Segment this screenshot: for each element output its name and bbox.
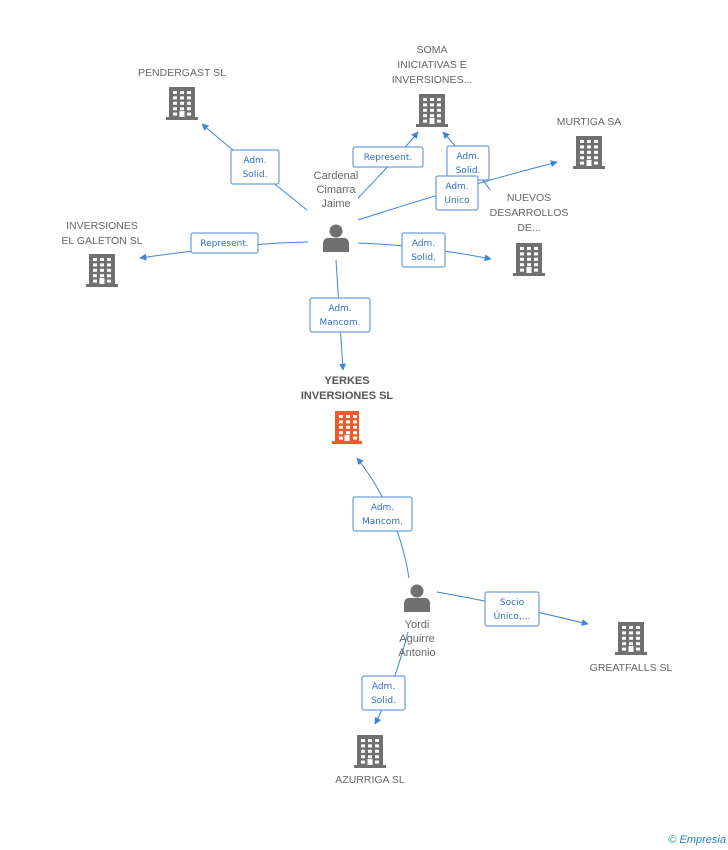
relation-edge-cardenal-yerkes[interactable]: Adm. Mancom. xyxy=(309,259,371,371)
relation-label: Represent. xyxy=(364,153,412,163)
relation-edge-cardenal-murtiga[interactable]: Adm. Unico xyxy=(357,160,558,221)
node-label: Cimarra xyxy=(316,184,356,196)
relation-label: Mancom. xyxy=(362,517,403,527)
node-label: GREATFALLS SL xyxy=(590,662,673,674)
company-node-murtiga[interactable] xyxy=(573,136,605,169)
node-label: INVERSIONES SL xyxy=(301,390,394,402)
node-label: EL GALETON SL xyxy=(61,235,142,247)
relation-label: Adm. xyxy=(328,304,351,314)
footer-brand: ©Empresia xyxy=(668,834,726,846)
node-label: INICIATIVAS E xyxy=(397,59,467,71)
relation-label: Adm. xyxy=(372,682,395,692)
relation-badge[interactable] xyxy=(484,591,540,627)
relation-label: Solid. xyxy=(456,166,481,176)
node-label: INVERSIONES... xyxy=(392,74,473,86)
node-label: AZURRIGA SL xyxy=(335,774,405,786)
relation-label: Adm. xyxy=(243,156,266,166)
node-label: DESARROLLOS xyxy=(490,207,569,219)
relation-edge-cardenal-soma[interactable]: Represent. xyxy=(352,131,424,199)
company-node-nuevos[interactable] xyxy=(513,243,545,276)
node-label: SOMA xyxy=(417,44,448,56)
relation-edge-cardenal-galeton[interactable]: Represent. xyxy=(139,232,309,261)
node-label: PENDERGAST SL xyxy=(138,67,226,79)
person-node-yordi[interactable] xyxy=(404,584,430,613)
relation-edge-yordi-azurriga[interactable]: Adm. Solid. xyxy=(361,631,409,725)
node-label: INVERSIONES xyxy=(66,220,138,232)
person-icon xyxy=(323,224,349,252)
company-node-pendergast[interactable] xyxy=(166,87,198,120)
relation-badge[interactable] xyxy=(361,675,406,711)
node-label: DE... xyxy=(517,222,540,234)
building-icon xyxy=(513,243,545,276)
relation-edge-cardenal-soma[interactable]: Adm. Solid. xyxy=(442,131,491,191)
relation-label: Mancom. xyxy=(319,318,360,328)
relation-label: Solid. xyxy=(243,170,268,180)
node-label: Yordi xyxy=(405,619,430,631)
node-label: Aguirre xyxy=(399,633,434,645)
relation-badge[interactable] xyxy=(401,232,446,268)
relation-label: Solid. xyxy=(411,253,436,263)
relation-badge[interactable] xyxy=(309,297,371,333)
relation-label: Adm. xyxy=(445,182,468,192)
company-node-yerkes[interactable] xyxy=(332,411,362,444)
relation-edge-cardenal-nuevos[interactable]: Adm. Solid. xyxy=(357,232,492,268)
node-label: YERKES xyxy=(324,375,369,387)
relation-edge-yordi-yerkes[interactable]: Adm. Mancom. xyxy=(352,457,413,579)
building-icon xyxy=(86,254,118,287)
node-label: Jaime xyxy=(321,198,350,210)
relation-badge[interactable] xyxy=(352,496,413,532)
company-node-galeton[interactable] xyxy=(86,254,118,287)
person-icon xyxy=(404,584,430,612)
node-label: Antonio xyxy=(398,647,435,659)
building-icon xyxy=(615,622,647,655)
relation-label: Único,... xyxy=(494,610,531,622)
relation-label: Solid. xyxy=(371,696,396,706)
brand-name: Empresia xyxy=(679,834,726,846)
relation-label: Adm. xyxy=(412,239,435,249)
relation-edge-cardenal-pendergast[interactable]: Adm. Solid. xyxy=(201,123,308,211)
building-icon xyxy=(416,94,448,127)
relation-badge[interactable] xyxy=(230,149,280,185)
relation-badge[interactable] xyxy=(190,232,259,254)
relation-badge[interactable] xyxy=(352,146,424,168)
relation-badge[interactable] xyxy=(435,175,479,211)
relation-label: Socio xyxy=(500,598,525,608)
node-label: Cardenal xyxy=(314,170,359,182)
building-icon xyxy=(332,411,362,444)
company-node-greatfalls[interactable] xyxy=(615,622,647,655)
relation-label: Unico xyxy=(444,196,470,206)
relation-label: Adm. xyxy=(371,503,394,513)
relation-label: Represent. xyxy=(200,239,248,249)
node-label: NUEVOS xyxy=(507,192,551,204)
node-label: MURTIGA SA xyxy=(557,116,622,128)
building-icon xyxy=(166,87,198,120)
company-node-azurriga[interactable] xyxy=(354,735,386,768)
company-node-soma[interactable] xyxy=(416,94,448,127)
building-icon xyxy=(354,735,386,768)
copyright-symbol: © xyxy=(668,834,677,846)
person-node-cardenal[interactable] xyxy=(323,224,349,253)
relation-edge-yordi-greatfalls[interactable]: SocioÚnico,... xyxy=(436,591,589,627)
building-icon xyxy=(573,136,605,169)
relation-label: Adm. xyxy=(456,152,479,162)
